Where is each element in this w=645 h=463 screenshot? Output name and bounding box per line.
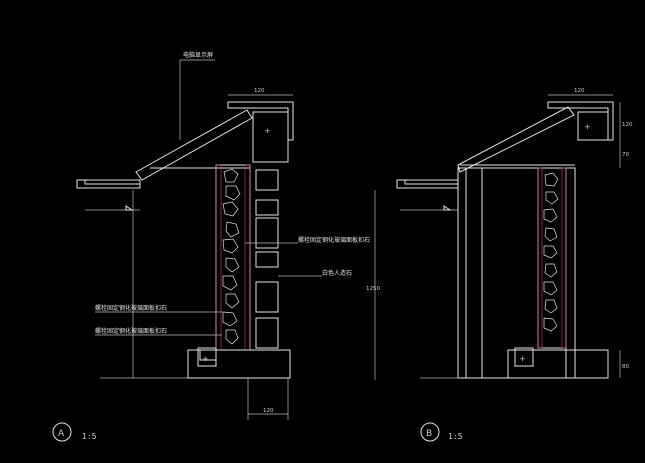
- a-left-arrow: [125, 205, 134, 211]
- a-label-3: 螺栓固定钢化玻璃面板扣石: [95, 304, 167, 312]
- b-cap-block: [577, 111, 609, 141]
- a-tag-circle: [52, 422, 72, 442]
- a-top-cap: [227, 101, 294, 141]
- b-scale: 1:5: [448, 432, 463, 441]
- b-dim-height: 1250: [366, 286, 380, 292]
- a-glass-panels: [255, 169, 279, 349]
- section-a: ✛ ✛: [52, 51, 370, 442]
- a-cap-symbol: ✛: [265, 128, 270, 135]
- a-label-0: 电脑显示屏: [183, 51, 213, 59]
- b-right-dim-1: 120: [622, 122, 633, 128]
- a-hatch-right: [244, 164, 251, 351]
- b-right-dim-3: 80: [622, 364, 629, 370]
- a-sloped-roof: [135, 109, 253, 181]
- a-top-dim: 120: [254, 88, 265, 94]
- a-tag: A: [58, 429, 65, 439]
- a-label-1: 螺栓固定钢化玻璃面板扣石: [298, 236, 370, 244]
- b-base: [507, 349, 609, 379]
- b-base-symbol: ✛: [520, 356, 525, 363]
- b-stone-fill: [543, 172, 559, 332]
- a-label-4: 螺栓固定钢化玻璃面板扣石: [95, 327, 167, 335]
- b-left-shelf: [396, 179, 459, 189]
- section-b: 1250 ✛ 120 120 70 80: [366, 88, 633, 442]
- a-left-shelf: [76, 179, 141, 189]
- b-tag: B: [426, 429, 432, 439]
- a-base-symbol: ✛: [203, 356, 208, 363]
- a-cap-block: [252, 111, 289, 163]
- b-hatch-right: [561, 167, 567, 349]
- a-base-block: [197, 347, 217, 367]
- a-stone-fill: [222, 168, 241, 345]
- b-cap-symbol: ✛: [585, 124, 590, 131]
- b-base-block: [514, 347, 534, 367]
- b-top-dim: 120: [574, 88, 585, 94]
- a-base-dim: 120: [263, 408, 274, 414]
- a-scale: 1:5: [82, 432, 97, 441]
- a-label-2: 白色人造石: [322, 269, 352, 277]
- b-right-dim-2: 70: [622, 152, 629, 158]
- b-sloped-roof: [457, 106, 575, 173]
- b-left-arrow: [443, 205, 452, 211]
- b-top-cap: [547, 101, 614, 141]
- a-hatch-left: [215, 164, 222, 351]
- b-hatch-left: [537, 167, 543, 349]
- b-tag-circle: [420, 422, 440, 442]
- a-base: [187, 349, 291, 379]
